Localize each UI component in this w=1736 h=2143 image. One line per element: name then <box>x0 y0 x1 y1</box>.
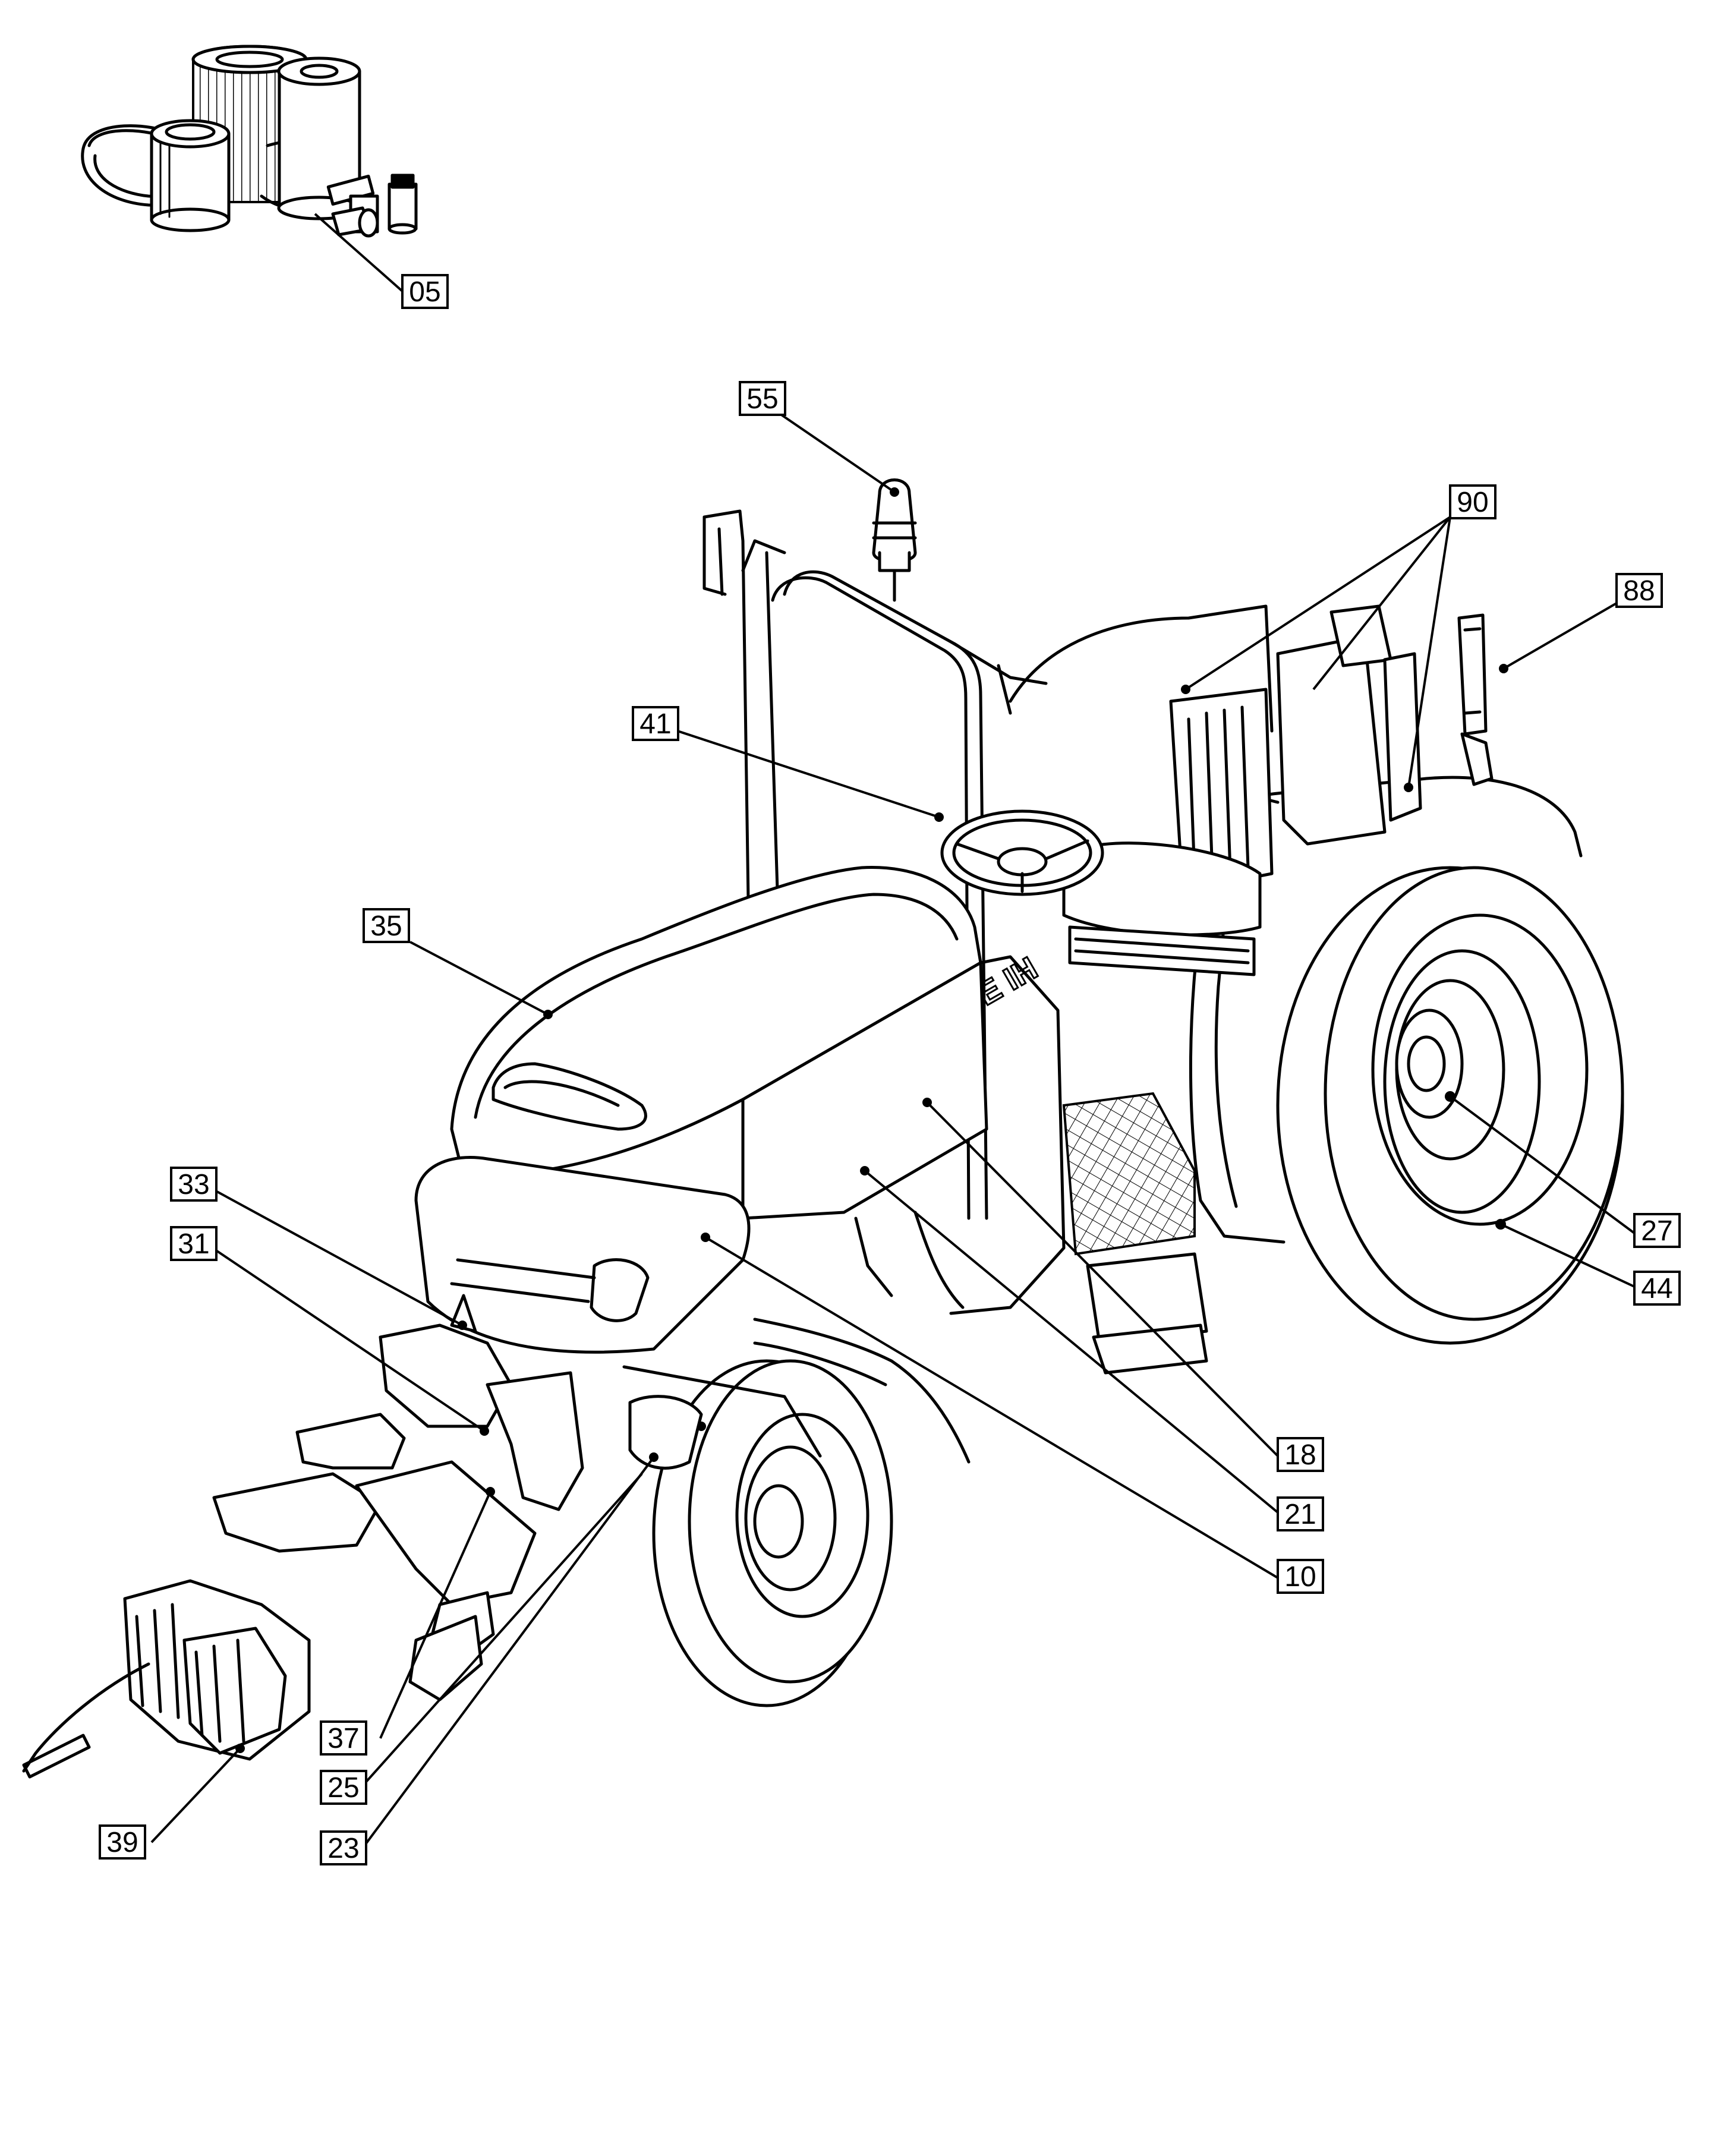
front-grille <box>414 1156 751 1354</box>
svg-text:31: 31 <box>178 1228 209 1260</box>
svg-text:27: 27 <box>1641 1215 1672 1247</box>
leader-lines <box>150 213 1636 1849</box>
callout-18: 18 <box>1277 1437 1324 1472</box>
callout-21: 21 <box>1277 1496 1324 1531</box>
svg-text:10: 10 <box>1284 1561 1316 1593</box>
callout-25: 25 <box>320 1770 367 1805</box>
operator-platform <box>1062 1092 1208 1375</box>
svg-text:23: 23 <box>327 1833 359 1864</box>
beacon-light <box>872 478 917 602</box>
callout-31: 31 <box>170 1226 218 1261</box>
front-weight <box>22 1579 311 1779</box>
callout-33: 33 <box>170 1167 218 1202</box>
callout-88: 88 <box>1615 573 1663 608</box>
callout-39: 39 <box>99 1824 146 1860</box>
svg-text:90: 90 <box>1457 487 1488 518</box>
svg-text:18: 18 <box>1284 1439 1316 1471</box>
coupler-fitting-icon <box>326 174 418 238</box>
steering-wheel <box>934 809 1104 896</box>
svg-text:05: 05 <box>409 276 440 308</box>
callout-10: 10 <box>1277 1559 1324 1594</box>
callout-90: 90 <box>1449 484 1496 519</box>
rear-mirror-bracket <box>1457 613 1508 786</box>
front-hitch <box>212 1294 703 1701</box>
operator-seat <box>1062 685 1274 976</box>
callout-44: 44 <box>1633 1271 1681 1306</box>
callout-41: 41 <box>632 706 679 741</box>
svg-text:35: 35 <box>370 910 402 942</box>
svg-text:37: 37 <box>327 1723 359 1754</box>
callout-35: 35 <box>363 908 410 943</box>
svg-text:44: 44 <box>1641 1273 1672 1304</box>
callout-27: 27 <box>1633 1213 1681 1248</box>
svg-text:25: 25 <box>327 1772 359 1804</box>
svg-text:41: 41 <box>639 708 671 740</box>
front-fender <box>753 1318 971 1464</box>
callout-05: 05 <box>401 274 449 309</box>
svg-text:39: 39 <box>106 1827 138 1858</box>
rear-wheel-right <box>1276 866 1624 1345</box>
tractor-illustration: CASE IH <box>22 478 1624 1779</box>
chassis <box>622 955 1066 1458</box>
rear-housing <box>1276 604 1422 846</box>
callout-23: 23 <box>320 1830 367 1865</box>
oil-filter-icon <box>150 119 231 232</box>
front-wheel <box>652 1359 893 1707</box>
callout-37: 37 <box>320 1720 367 1756</box>
svg-text:33: 33 <box>178 1169 209 1200</box>
svg-text:55: 55 <box>746 383 778 415</box>
svg-text:21: 21 <box>1284 1499 1316 1530</box>
callout-55: 55 <box>739 381 786 416</box>
service-kit-illustration <box>81 45 418 238</box>
engine-hood: CASE IH <box>450 866 1044 1220</box>
svg-text:88: 88 <box>1623 575 1655 607</box>
